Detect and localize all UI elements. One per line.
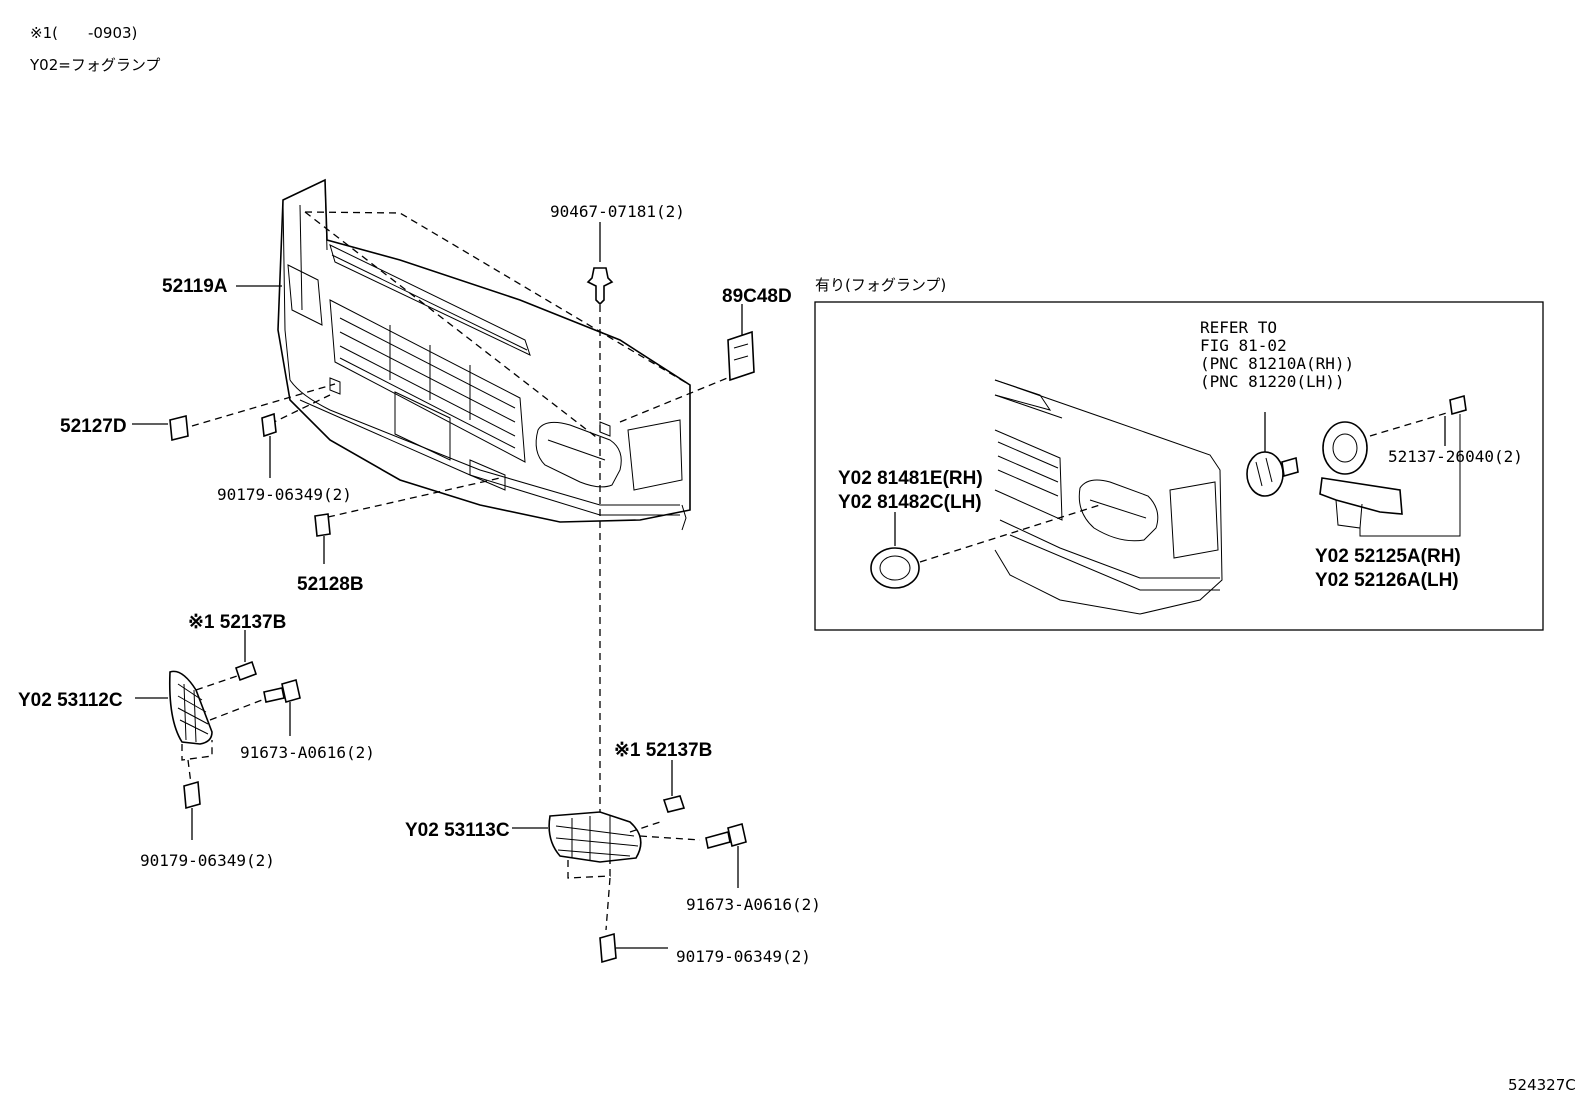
fog-lamp-inset-frame: [814, 301, 1544, 631]
clip-52137B-left: [234, 630, 258, 682]
refer-line-2: FIG 81-02: [1200, 336, 1287, 355]
cap-52127D: [132, 414, 189, 442]
label-81482C: Y02 81482C(LH): [838, 492, 982, 513]
fog-lamp-bezel-81481E: [870, 504, 1101, 589]
grille-53112C: [135, 670, 263, 793]
label-53112C: Y02 53112C: [18, 690, 123, 711]
nut-90179-center: [599, 932, 668, 964]
refer-line-1: REFER TO: [1200, 318, 1277, 337]
refer-line-4: (PNC 81220(LH)): [1200, 372, 1345, 391]
label-52137-26040: 52137-26040(2): [1388, 447, 1523, 466]
label-90467-07181: 90467-07181(2): [550, 202, 685, 221]
clip-52137-26040: [1449, 394, 1467, 416]
refer-line-3: (PNC 81210A(RH)): [1200, 354, 1354, 373]
label-91673-A0616-center: 91673-A0616(2): [686, 895, 821, 914]
front-bumper-cover: [277, 178, 691, 531]
diagram-id: 524327C: [1508, 1076, 1576, 1094]
label-52126A: Y02 52126A(LH): [1315, 570, 1459, 591]
label-89C48D: 89C48D: [722, 286, 792, 307]
cap-52128B: [314, 513, 331, 564]
label-53113C: Y02 53113C: [405, 820, 510, 841]
label-52127D: 52127D: [60, 416, 127, 437]
nut-90179-top: [261, 412, 277, 478]
label-91673-A0616-left: 91673-A0616(2): [240, 743, 375, 762]
header-note-1: ※1( -0903): [30, 24, 137, 42]
clip-90467: [586, 222, 614, 306]
clip-52137B-center: [662, 760, 686, 813]
label-90179-06349-center: 90179-06349(2): [676, 947, 811, 966]
inset-title: 有り(フォグランプ): [815, 276, 946, 294]
label-90179-06349-top: 90179-06349(2): [217, 485, 352, 504]
screw-91673-center: [705, 822, 747, 888]
screw-91673-left: [263, 678, 301, 736]
fog-lamp-bracket-52125A: [1319, 411, 1461, 537]
grille-53113C: [512, 811, 701, 931]
label-52137B-left: ※1 52137B: [188, 612, 286, 633]
header-note-2: Y02=フォグランプ: [29, 56, 160, 74]
label-52119A: 52119A: [162, 276, 228, 297]
bracket-89C48D: [727, 304, 755, 382]
label-90179-06349-left: 90179-06349(2): [140, 851, 275, 870]
fog-lamp-assembly: [1246, 412, 1299, 497]
label-81481E: Y02 81481E(RH): [838, 468, 983, 489]
label-52125A: Y02 52125A(RH): [1315, 546, 1461, 567]
label-52128B: 52128B: [297, 574, 364, 595]
nut-90179-left: [183, 780, 201, 840]
label-52137B-center: ※1 52137B: [614, 740, 712, 761]
inset-bumper-section: [994, 379, 1223, 615]
